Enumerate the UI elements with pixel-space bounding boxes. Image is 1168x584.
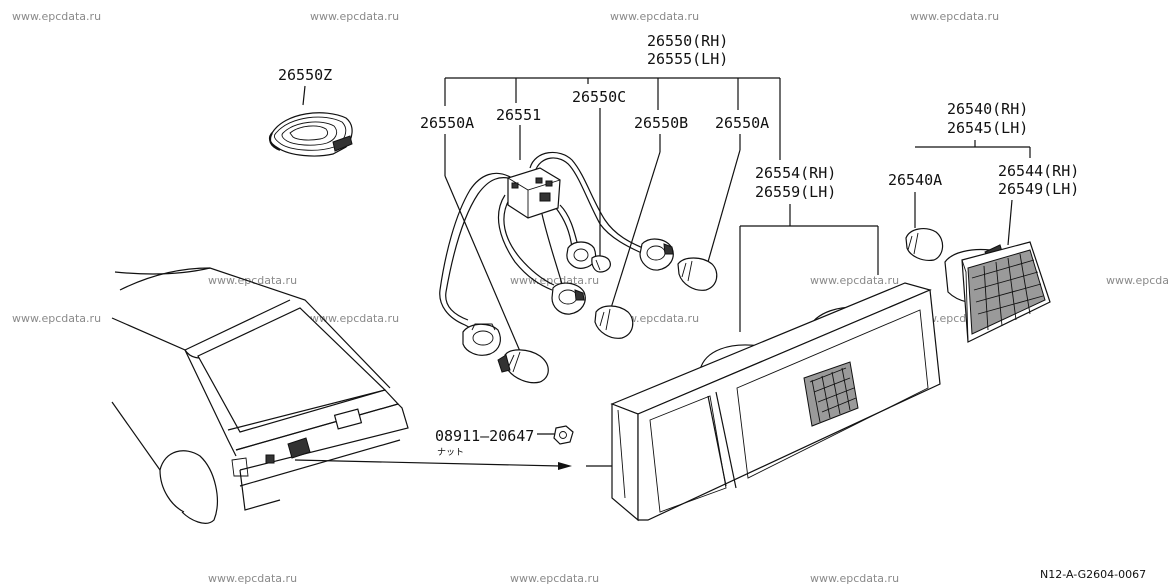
watermark-layer: www.epcdata.ru www.epcdata.ru www.epcdat… <box>12 10 1168 584</box>
harness-leaders <box>444 108 741 371</box>
bulb-26540a <box>905 228 944 261</box>
connector-26551 <box>507 167 561 219</box>
bulb-26550c <box>591 255 611 273</box>
label-26549lh: 26549(LH) <box>998 180 1079 198</box>
label-26550z: 26550Z <box>278 66 332 84</box>
gasket-26550z <box>268 112 353 157</box>
socket-26550a-left <box>462 323 501 356</box>
socket-26550c <box>566 241 597 269</box>
label-nut: ナット <box>437 447 464 458</box>
label-08911-20647: 08911–20647 <box>435 427 534 445</box>
watermark: www.epcdata.ru <box>208 572 297 584</box>
bulb-26550a-right <box>677 257 718 291</box>
diagram-code: N12-A-G2604-0067 <box>1040 568 1146 581</box>
watermark: www.epcdata.ru <box>12 10 101 23</box>
label-26550c: 26550C <box>572 88 626 106</box>
watermark: www.epcdata.ru <box>310 312 399 325</box>
watermark: www.epcdata.ru <box>12 312 101 325</box>
label-26551: 26551 <box>496 106 541 124</box>
label-26540a: 26540A <box>888 171 942 189</box>
watermark: www.epcdata.ru <box>610 10 699 23</box>
lamp-26540-bracket <box>914 140 1031 246</box>
watermark: www.epcdata.ru <box>510 572 599 584</box>
watermark: www.epcdata.ru <box>810 274 899 287</box>
harness-bracket <box>444 77 781 160</box>
watermark: www.epcdata.ru <box>810 572 899 584</box>
tail-lamp-assembly <box>610 282 941 522</box>
socket-26550a-right <box>639 238 674 271</box>
label-26550b: 26550B <box>634 114 688 132</box>
label-26545lh: 26545(LH) <box>947 119 1028 137</box>
bulb-26550b <box>594 305 634 339</box>
leader-26550z <box>302 85 306 106</box>
watermark: www.epcdata.ru <box>310 10 399 23</box>
label-26540rh: 26540(RH) <box>947 100 1028 118</box>
label-26550a-left: 26550A <box>420 114 474 132</box>
label-26559lh: 26559(LH) <box>755 183 836 201</box>
pointer-arrow <box>294 459 612 470</box>
nut-08911-20647 <box>553 425 574 445</box>
bulb-26550a-left <box>497 349 549 384</box>
watermark: www.epcdata.ru <box>510 274 599 287</box>
watermark: www.epcdata.ru <box>208 274 297 287</box>
watermark: www.epcdata.ru <box>1106 274 1168 287</box>
label-26550rh: 26550(RH) <box>647 32 728 50</box>
label-26544rh: 26544(RH) <box>998 162 1079 180</box>
lens-bracket <box>739 204 879 332</box>
label-26554rh: 26554(RH) <box>755 164 836 182</box>
label-26555lh: 26555(LH) <box>647 50 728 68</box>
car-rear-view <box>111 267 409 524</box>
socket-26550b <box>551 282 586 315</box>
watermark: www.epcdata.ru <box>910 10 999 23</box>
lamp-26544 <box>944 241 1051 343</box>
label-26550a-right: 26550A <box>715 114 769 132</box>
